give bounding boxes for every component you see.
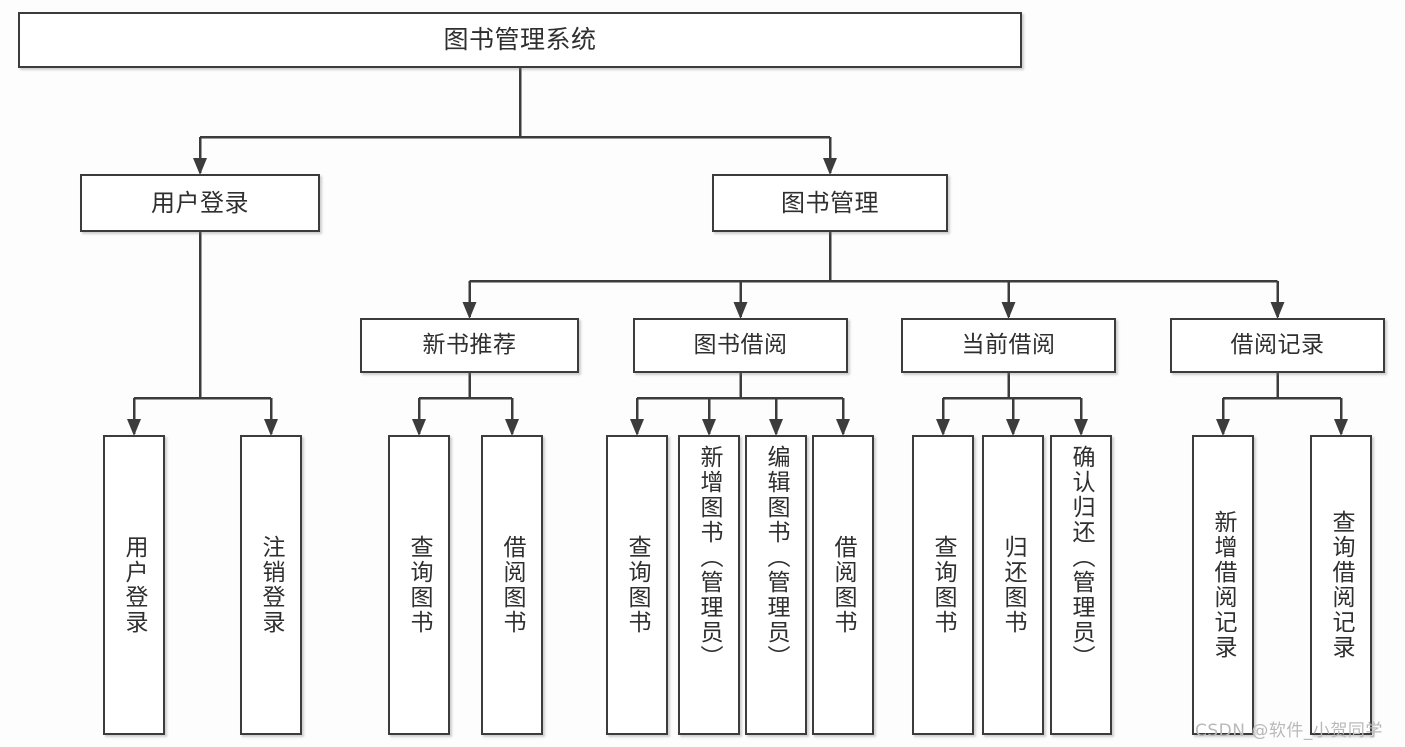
node-label: 用户登录 (151, 188, 249, 217)
node-label: 确认归还（管理员） (1068, 445, 1095, 670)
node-label: 图书管理系统 (443, 25, 597, 55)
node-leaf-confirm-return: 确认归还（管理员） (1050, 435, 1112, 735)
node-label: 注销登录 (258, 535, 285, 635)
node-user-login: 用户登录 (80, 174, 320, 232)
csdn-watermark: CSDN @软件_小贺同学 (1195, 721, 1383, 741)
node-borrow-record: 借阅记录 (1170, 318, 1385, 373)
node-book-manage: 图书管理 (712, 174, 948, 232)
node-label: 图书管理 (781, 188, 879, 217)
node-leaf-query-record: 查询借阅记录 (1310, 435, 1372, 735)
node-leaf-query-book-3: 查询图书 (912, 435, 974, 735)
node-leaf-query-book-2: 查询图书 (606, 435, 668, 735)
node-label: 归还图书 (1000, 535, 1027, 635)
node-current-borrow: 当前借阅 (901, 318, 1116, 373)
node-leaf-borrow-book-1: 借阅图书 (481, 435, 543, 735)
node-label: 新书推荐 (422, 331, 517, 358)
node-leaf-borrow-book-2: 借阅图书 (812, 435, 874, 735)
node-new-book-rec: 新书推荐 (360, 318, 579, 373)
node-label: 用户登录 (121, 535, 148, 635)
node-label: 查询图书 (406, 535, 433, 635)
node-leaf-user-login: 用户登录 (103, 435, 165, 735)
node-label: 借阅图书 (499, 535, 526, 635)
node-book-borrow: 图书借阅 (633, 318, 848, 373)
node-label: 借阅图书 (830, 535, 857, 635)
node-label: 查询借阅记录 (1328, 510, 1355, 660)
node-label: 新增借阅记录 (1210, 510, 1237, 660)
node-leaf-query-book-1: 查询图书 (388, 435, 450, 735)
node-label: 借阅记录 (1230, 331, 1325, 358)
node-leaf-add-book: 新增图书（管理员） (678, 435, 740, 735)
node-label: 图书借阅 (693, 331, 788, 358)
node-label: 编辑图书（管理员） (763, 445, 790, 670)
node-label: 查询图书 (624, 535, 651, 635)
node-root: 图书管理系统 (18, 12, 1022, 68)
node-leaf-return-book: 归还图书 (982, 435, 1044, 735)
node-leaf-add-record: 新增借阅记录 (1192, 435, 1254, 735)
node-leaf-edit-book: 编辑图书（管理员） (745, 435, 807, 735)
node-label: 查询图书 (930, 535, 957, 635)
node-label: 新增图书（管理员） (696, 445, 723, 670)
node-leaf-user-logout: 注销登录 (240, 435, 302, 735)
node-label: 当前借阅 (961, 331, 1056, 358)
